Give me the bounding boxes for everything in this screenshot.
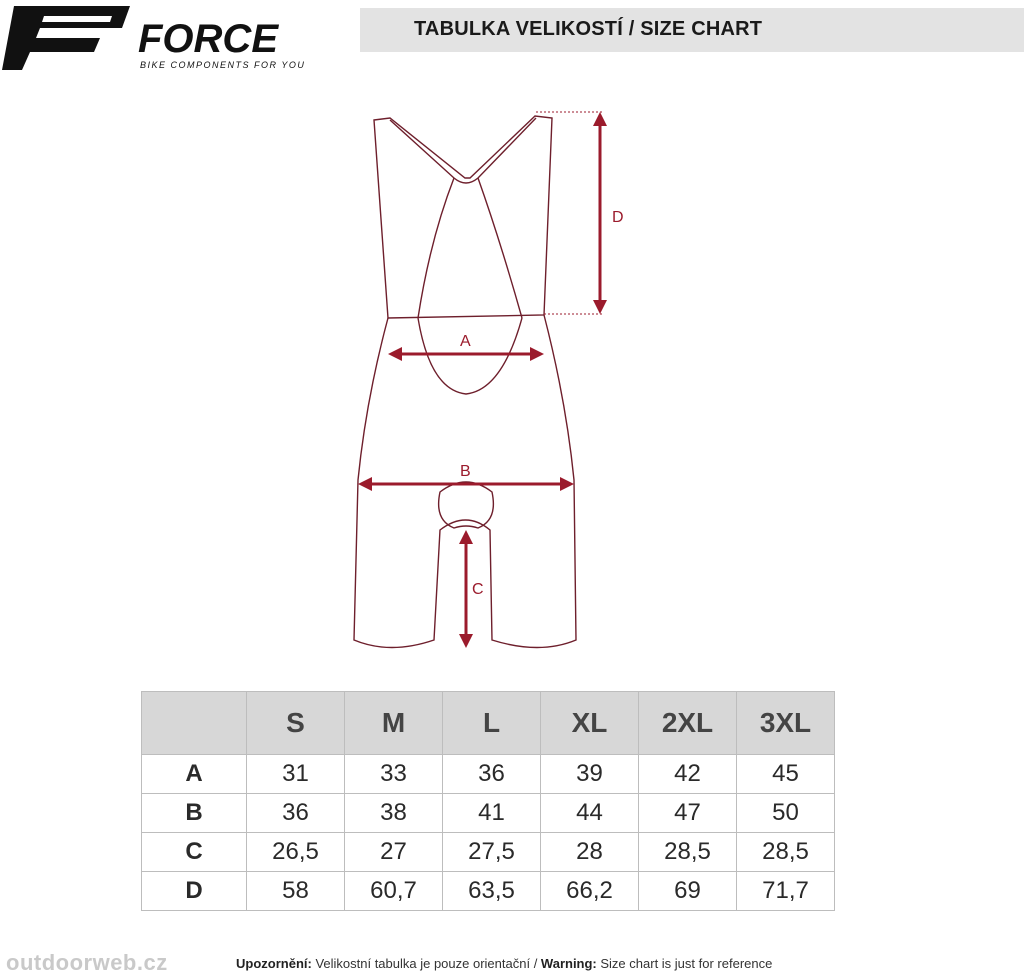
table-row: D 58 60,7 63,5 66,2 69 71,7 [141,871,835,911]
size-header-cell: L [442,691,541,755]
shorts-outline [353,314,577,649]
table-cell: 50 [736,793,835,833]
table-corner [141,691,247,755]
table-row: A 31 33 36 39 42 45 [141,754,835,794]
table-cell: 66,2 [540,871,639,911]
table-cell: 60,7 [344,871,443,911]
table-cell: 36 [442,754,541,794]
tagline-text: BIKE COMPONENTS FOR YOU [140,60,305,70]
title-band [360,8,1024,52]
size-header-row: S M L XL 2XL 3XL [141,691,835,755]
warning-cz-text: Velikostní tabulka je pouze orientační / [311,956,541,971]
table-cell: 58 [246,871,345,911]
label-d: D [612,209,624,226]
table-cell: 63,5 [442,871,541,911]
size-header-cell: 3XL [736,691,835,755]
label-a: A [460,333,471,350]
bib-shorts-diagram: D A B C [353,111,624,649]
table-cell: 33 [344,754,443,794]
table-cell: 45 [736,754,835,794]
size-header-cell: 2XL [638,691,737,755]
table-cell: 41 [442,793,541,833]
warning-en-text: Size chart is just for reference [596,956,773,971]
table-cell: 36 [246,793,345,833]
size-header-cell: S [246,691,345,755]
table-cell: 69 [638,871,737,911]
table-cell: 47 [638,793,737,833]
table-row: B 36 38 41 44 47 50 [141,793,835,833]
warning-cz-label: Upozornění: [236,956,312,971]
table-cell: 42 [638,754,737,794]
warning-en-label: Warning: [540,956,597,971]
size-header-cell: XL [540,691,639,755]
table-cell: 27,5 [442,832,541,872]
table-cell: 28,5 [638,832,737,872]
watermark: outdoorweb.cz [6,950,168,975]
size-table: S M L XL 2XL 3XL A 31 33 36 39 42 45 B 3… [141,691,835,911]
table-cell: 71,7 [736,871,835,911]
row-label: C [141,832,247,872]
page-title: TABULKA VELIKOSTÍ / SIZE CHART [414,18,763,40]
table-cell: 31 [246,754,345,794]
row-label: B [141,793,247,833]
table-cell: 38 [344,793,443,833]
size-header-cell: M [344,691,443,755]
table-cell: 44 [540,793,639,833]
row-label: A [141,754,247,794]
label-c: C [472,581,484,598]
table-cell: 26,5 [246,832,345,872]
table-row: C 26,5 27 27,5 28 28,5 28,5 [141,832,835,872]
footer-note: Upozornění: Velikostní tabulka je pouze … [236,956,772,971]
table-cell: 28 [540,832,639,872]
table-cell: 39 [540,754,639,794]
table-cell: 27 [344,832,443,872]
straps-outline [373,115,553,319]
label-b: B [460,463,471,480]
brand-text: FORCE [138,17,279,61]
force-logo: FORCE BIKE COMPONENTS FOR YOU [2,6,305,70]
table-cell: 28,5 [736,832,835,872]
row-label: D [141,871,247,911]
